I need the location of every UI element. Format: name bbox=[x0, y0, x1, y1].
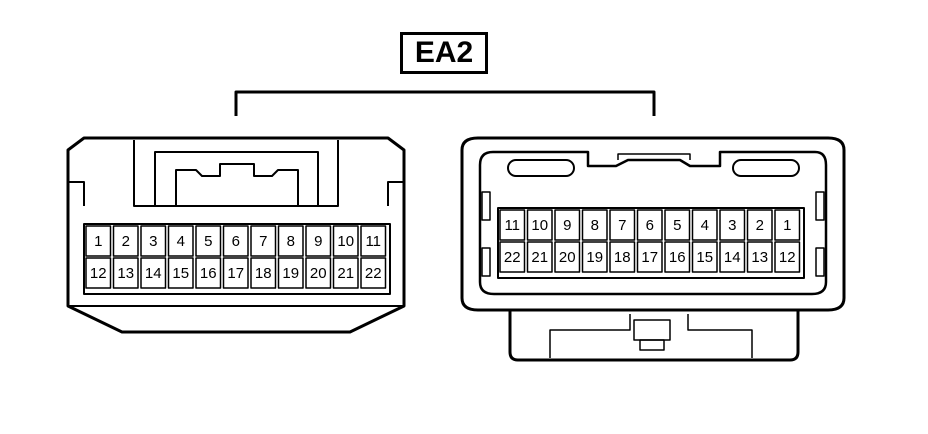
right-pin-number: 3 bbox=[728, 217, 736, 234]
right-pin-cell bbox=[746, 241, 773, 273]
right-pin-number: 5 bbox=[673, 217, 681, 234]
left-pin-number: 14 bbox=[145, 265, 162, 282]
right-pin-number: 17 bbox=[641, 249, 658, 266]
right-pin-cell bbox=[636, 209, 663, 241]
right-pin-number: 12 bbox=[779, 249, 796, 266]
right-pin-cell bbox=[581, 209, 608, 241]
right-pin-cell bbox=[554, 241, 581, 273]
right-pin-cell bbox=[719, 209, 746, 241]
left-pin-cell bbox=[85, 257, 112, 289]
left-pin-number: 4 bbox=[177, 233, 185, 250]
right-pin-cell bbox=[526, 209, 553, 241]
left-pin-cell bbox=[140, 257, 167, 289]
left-pin-number: 19 bbox=[282, 265, 299, 282]
left-pin-number: 17 bbox=[227, 265, 244, 282]
right-pin-number: 16 bbox=[669, 249, 686, 266]
connector-label: EA2 bbox=[400, 32, 488, 74]
left-pin-cell bbox=[112, 225, 139, 257]
right-pin-cell bbox=[636, 241, 663, 273]
right-pin-number: 4 bbox=[701, 217, 709, 234]
right-pin-cell bbox=[691, 241, 718, 273]
right-pin-number: 8 bbox=[591, 217, 599, 234]
right-pin-cell bbox=[774, 209, 801, 241]
right-pin-cell bbox=[719, 241, 746, 273]
left-pin-number: 8 bbox=[287, 233, 295, 250]
left-pin-cell bbox=[332, 257, 359, 289]
left-connector-body bbox=[66, 136, 406, 334]
bracket-line bbox=[234, 90, 656, 116]
right-pin-cell bbox=[609, 241, 636, 273]
left-pin-cell bbox=[167, 225, 194, 257]
left-pin-cell bbox=[195, 225, 222, 257]
left-pin-cell bbox=[222, 225, 249, 257]
left-pin-number: 16 bbox=[200, 265, 217, 282]
right-pin-cell bbox=[691, 209, 718, 241]
right-pin-number: 9 bbox=[563, 217, 571, 234]
right-pin-cell bbox=[746, 209, 773, 241]
right-pin-cell bbox=[609, 209, 636, 241]
left-pin-cell bbox=[222, 257, 249, 289]
right-pin-cell bbox=[499, 241, 526, 273]
right-pin-cell bbox=[526, 241, 553, 273]
right-pin-number: 14 bbox=[724, 249, 741, 266]
right-pin-number: 22 bbox=[504, 249, 521, 266]
right-pin-number: 13 bbox=[751, 249, 768, 266]
left-pin-number: 1 bbox=[94, 233, 102, 250]
right-pin-cell bbox=[581, 241, 608, 273]
right-pin-number: 11 bbox=[504, 217, 520, 234]
left-pin-cell bbox=[332, 225, 359, 257]
left-pin-number: 22 bbox=[365, 265, 382, 282]
right-pin-cell bbox=[774, 241, 801, 273]
left-pin-cell bbox=[277, 257, 304, 289]
left-pin-number: 6 bbox=[232, 233, 240, 250]
left-pin-cell bbox=[250, 257, 277, 289]
right-pin-number: 19 bbox=[586, 249, 603, 266]
left-pin-cell bbox=[305, 225, 332, 257]
right-connector-body bbox=[460, 136, 846, 362]
right-pin-number: 18 bbox=[614, 249, 631, 266]
left-pin-number: 12 bbox=[90, 265, 107, 282]
left-pin-number: 5 bbox=[204, 233, 212, 250]
left-pin-cell bbox=[85, 225, 112, 257]
left-pin-cell bbox=[277, 225, 304, 257]
left-pin-number: 11 bbox=[365, 233, 381, 250]
left-pin-cell bbox=[195, 257, 222, 289]
right-pin-number: 2 bbox=[756, 217, 764, 234]
left-pin-number: 9 bbox=[314, 233, 322, 250]
left-pin-number: 2 bbox=[122, 233, 130, 250]
right-pin-number: 10 bbox=[531, 217, 548, 234]
right-pin-cell bbox=[554, 209, 581, 241]
left-pin-number: 3 bbox=[149, 233, 157, 250]
left-pin-number: 15 bbox=[172, 265, 189, 282]
left-pin-cell bbox=[360, 225, 387, 257]
right-pin-number: 15 bbox=[696, 249, 713, 266]
right-pin-cell bbox=[664, 241, 691, 273]
left-pin-number: 13 bbox=[117, 265, 134, 282]
right-pin-number: 6 bbox=[646, 217, 654, 234]
left-pin-number: 7 bbox=[259, 233, 267, 250]
right-pin-number: 7 bbox=[618, 217, 626, 234]
left-pin-cell bbox=[305, 257, 332, 289]
left-pin-cell bbox=[250, 225, 277, 257]
left-pin-number: 18 bbox=[255, 265, 272, 282]
left-pin-cell bbox=[112, 257, 139, 289]
left-pin-cell bbox=[360, 257, 387, 289]
right-pin-number: 21 bbox=[531, 249, 548, 266]
right-pin-cell bbox=[499, 209, 526, 241]
left-pin-number: 10 bbox=[337, 233, 354, 250]
right-pin-number: 1 bbox=[783, 217, 791, 234]
right-pin-number: 20 bbox=[559, 249, 576, 266]
left-pin-cell bbox=[140, 225, 167, 257]
left-pin-number: 20 bbox=[310, 265, 327, 282]
right-pin-cell bbox=[664, 209, 691, 241]
left-pin-cell bbox=[167, 257, 194, 289]
left-pin-number: 21 bbox=[337, 265, 354, 282]
